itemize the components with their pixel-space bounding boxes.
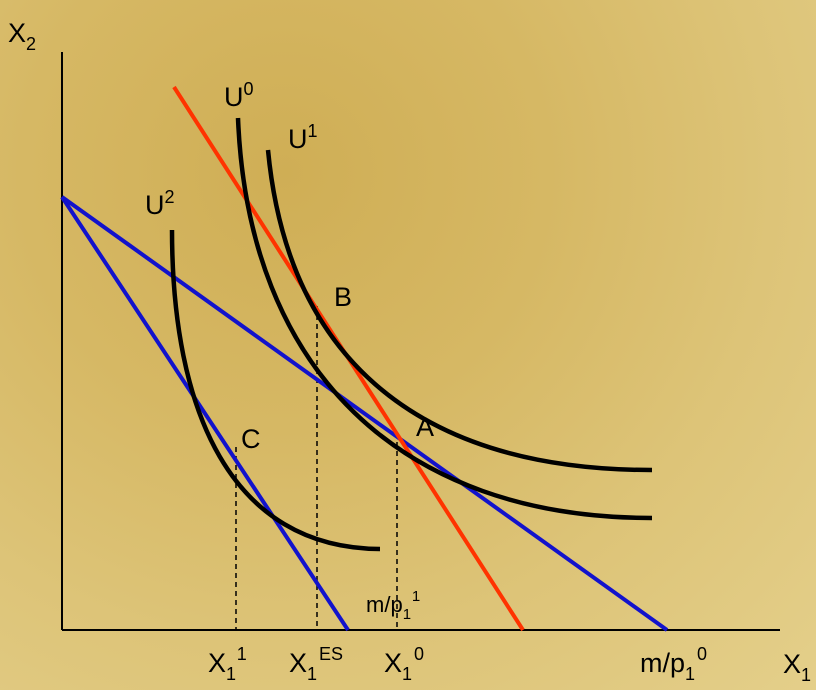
label-u1: U1 (288, 121, 318, 154)
indifference-curve-u1 (265, 149, 653, 473)
label-u0: U0 (224, 79, 254, 112)
tick-x1-es: X1ES (289, 644, 343, 684)
indifference-curve-u2 (169, 229, 381, 552)
indifference-curve-u0 (235, 117, 653, 521)
label-u2: U2 (145, 187, 175, 220)
point-label-a: A (416, 412, 434, 442)
point-label-b: B (334, 282, 352, 312)
budget-line-original (60, 195, 669, 632)
budget-line-new (60, 195, 350, 632)
point-label-c: C (241, 424, 261, 454)
y-axis-label: X2 (8, 18, 36, 54)
tick-x1-0: X10 (384, 644, 424, 684)
tick-x1-1: X11 (208, 644, 247, 684)
x-axis-label: X1 (783, 649, 811, 685)
tick-m-over-p1-0: m/p10 (640, 644, 707, 684)
label-m-over-p1-1: m/p11 (366, 588, 420, 623)
